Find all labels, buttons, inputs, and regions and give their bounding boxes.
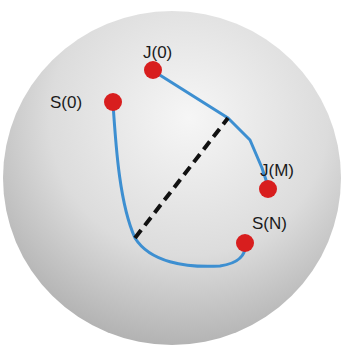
point-label: S(N) xyxy=(252,215,287,232)
sphere xyxy=(3,11,341,345)
point-label: J(M) xyxy=(260,162,294,179)
point-label: S(0) xyxy=(50,94,82,111)
path-j xyxy=(155,72,268,186)
point xyxy=(104,93,122,111)
point-label: J(0) xyxy=(143,44,172,61)
point xyxy=(259,180,277,198)
point xyxy=(236,234,254,252)
dashed-geodesic xyxy=(135,118,228,238)
point xyxy=(144,61,162,79)
path-s xyxy=(113,103,245,266)
